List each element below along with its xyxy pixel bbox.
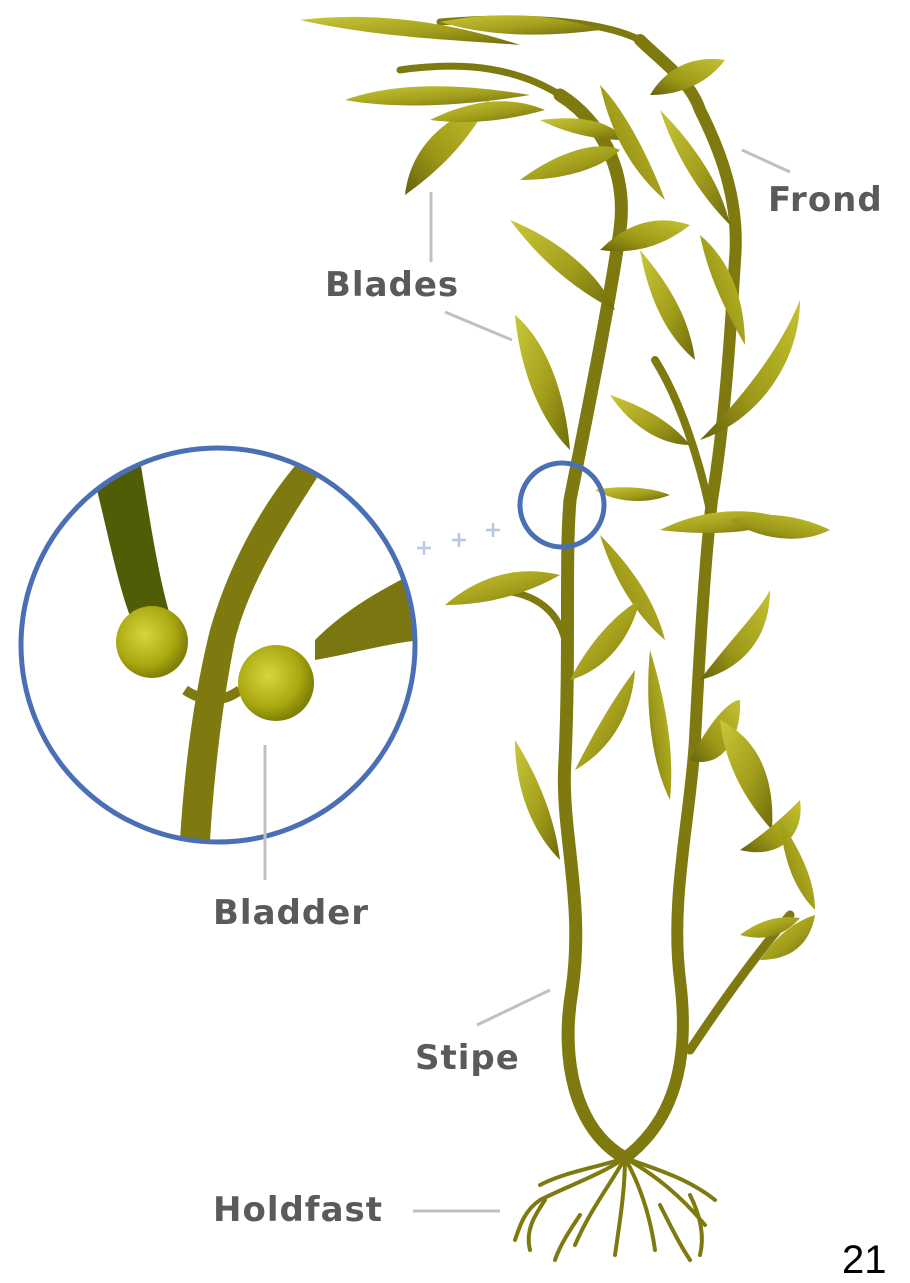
page-number: 21: [842, 1238, 887, 1283]
holdfast-label: Holdfast: [213, 1190, 383, 1230]
stipes: [400, 19, 790, 1158]
blades-label: Blades: [325, 265, 459, 305]
bladder-label: Bladder: [213, 893, 369, 933]
frond-label: Frond: [768, 180, 883, 220]
zoom-connector: [417, 523, 500, 555]
holdfast-roots: [515, 1158, 715, 1260]
stipe-label: Stipe: [415, 1038, 520, 1078]
